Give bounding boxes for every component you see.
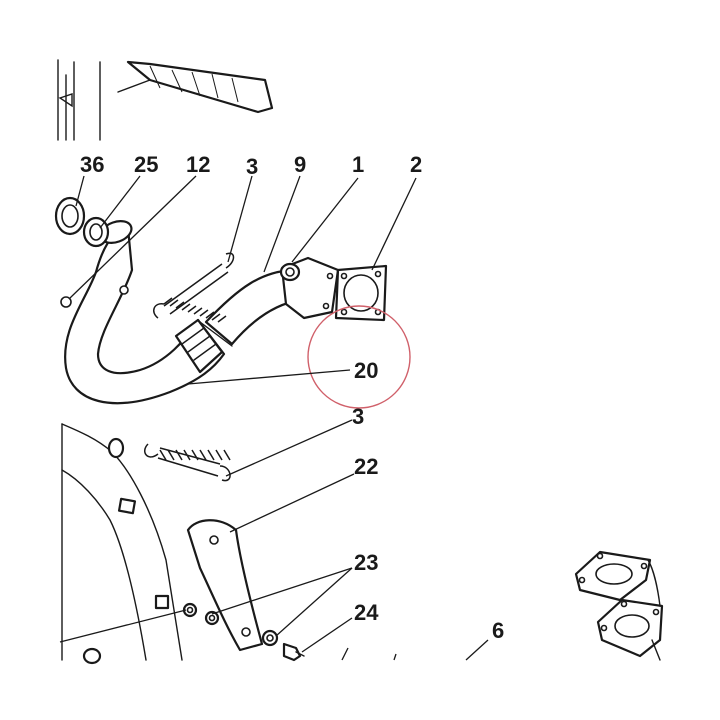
- callout-23: 23: [354, 550, 378, 575]
- callout-22: 22: [354, 454, 378, 479]
- callout-2: 2: [410, 152, 422, 177]
- exhaust-flange-1: [279, 256, 340, 320]
- frame-fragment-top-left: [57, 59, 274, 141]
- highlight-circle: [307, 305, 411, 409]
- callout-36: 36: [80, 152, 104, 177]
- mounting-bracket-22: [186, 519, 264, 652]
- right-frame-line: [647, 559, 661, 607]
- callout-25: 25: [134, 152, 158, 177]
- callout-9: 9: [294, 152, 306, 177]
- lower-body-panel: [61, 423, 183, 665]
- exhaust-pipe-bend: [54, 196, 226, 405]
- callout-24: 24: [354, 600, 379, 625]
- flange-gasket-2: [334, 264, 388, 322]
- right-gasket-lower: [596, 598, 664, 661]
- leader-lines: [59, 175, 489, 661]
- callout-20: 20: [354, 358, 378, 383]
- callout-3-top: 3: [246, 154, 258, 179]
- callout-3-bottom: 3: [352, 404, 364, 429]
- callout-labels: 36 25 12 3 9 1 2 20 3 22 23 24 6: [80, 152, 504, 643]
- tension-spring-3-bottom: [144, 443, 231, 482]
- callout-6: 6: [492, 618, 504, 643]
- bolt-24: [282, 642, 305, 662]
- callout-1: 1: [352, 152, 364, 177]
- tension-spring-3-top: [153, 252, 235, 323]
- callout-12: 12: [186, 152, 210, 177]
- right-gasket-upper: [574, 550, 652, 602]
